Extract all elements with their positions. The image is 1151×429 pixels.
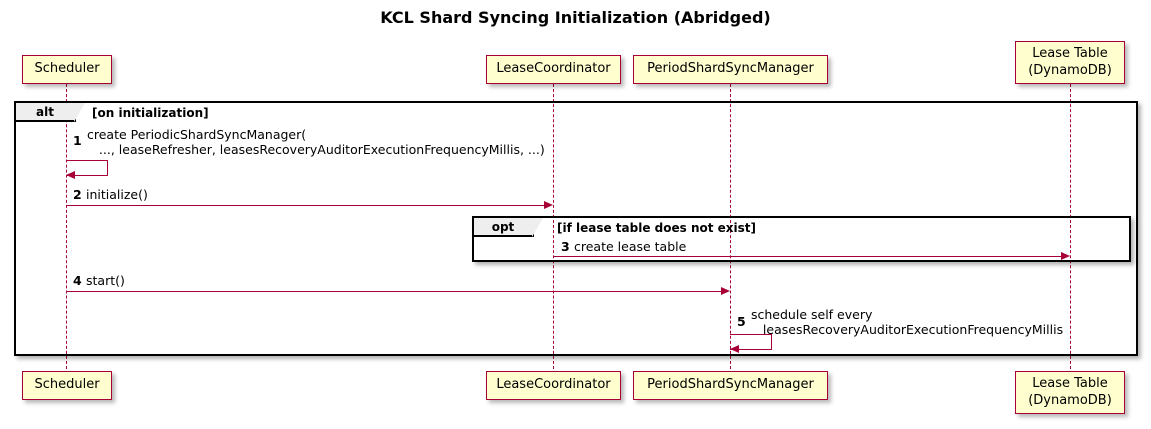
message-1-number: 1 (73, 133, 82, 148)
opt-fragment-condition: [if lease table does not exist] (557, 221, 757, 235)
lifeline-periodshardsyncmanager (730, 84, 731, 369)
message-5-label-line1: schedule self every (751, 307, 873, 322)
alt-fragment-condition: [on initialization] (92, 106, 209, 120)
message-3-label-line1: create lease table (574, 239, 687, 254)
message-2-label-line1: initialize() (86, 187, 148, 202)
lifeline-leasecoordinator (553, 84, 554, 369)
message-3-number: 3 (561, 239, 570, 254)
participant-periodshardsyncmanager-bottom[interactable]: PeriodShardSyncManager (633, 371, 828, 400)
message-4-arrowhead (721, 286, 730, 295)
alt-fragment-label: alt (16, 103, 85, 122)
message-3-arrowhead (1061, 251, 1070, 260)
participant-leasetable-bottom[interactable]: Lease Table (DynamoDB) (1015, 371, 1125, 414)
diagram-title: KCL Shard Syncing Initialization (Abridg… (380, 8, 771, 27)
message-5-label-line2: leasesRecoveryAuditorExecutionFrequencyM… (751, 322, 1064, 337)
message-1-arrowhead (66, 171, 75, 179)
message-2-number: 2 (73, 187, 82, 202)
lifeline-leasetable (1070, 84, 1071, 369)
opt-fragment-label: opt (474, 218, 543, 237)
message-2-arrowhead (544, 200, 553, 209)
message-4-number: 4 (73, 273, 82, 288)
message-5-self-loop (730, 334, 772, 350)
message-3-line (553, 256, 1061, 257)
participant-scheduler-bottom[interactable]: Scheduler (22, 371, 112, 400)
message-1-label-line1: create PeriodicShardSyncManager( (87, 127, 307, 142)
message-4-label-line1: start() (86, 273, 125, 288)
message-1-self-loop (66, 160, 108, 176)
participant-scheduler-top[interactable]: Scheduler (22, 55, 112, 84)
participant-leasetable-top[interactable]: Lease Table (DynamoDB) (1015, 41, 1125, 84)
participant-leasecoordinator-bottom[interactable]: LeaseCoordinator (486, 371, 621, 400)
message-5-number: 5 (737, 314, 746, 329)
opt-fragment-frame (472, 216, 1131, 262)
participant-periodshardsyncmanager-top[interactable]: PeriodShardSyncManager (633, 55, 828, 84)
alt-fragment-frame (14, 101, 1138, 356)
message-4-line (66, 291, 721, 292)
lifeline-scheduler (66, 84, 67, 369)
message-5-arrowhead (730, 345, 739, 353)
participant-leasecoordinator-top[interactable]: LeaseCoordinator (486, 55, 621, 84)
message-2-line (66, 205, 544, 206)
message-1-label-line2: ..., leaseRefresher, leasesRecoveryAudit… (87, 142, 545, 157)
